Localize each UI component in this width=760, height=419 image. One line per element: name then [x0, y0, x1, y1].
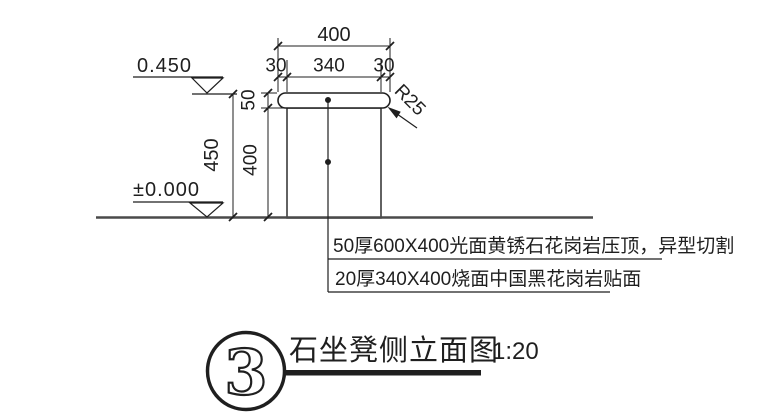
dim-tick [263, 88, 273, 98]
drawing-scale: 1:20 [492, 338, 539, 365]
elevation-label-top: 0.450 [137, 55, 193, 77]
dim-top-total [273, 38, 395, 92]
dim-label-overall-height: 450 [201, 138, 223, 172]
dim-tick [273, 41, 283, 51]
dim-cap-and-body [261, 88, 287, 222]
dim-tick [228, 212, 238, 222]
dim-overall-height [228, 89, 238, 222]
elevation-triangle-icon [190, 77, 225, 94]
dim-label-seg-left: 30 [265, 55, 287, 77]
elevation-label-ground: ±0.000 [133, 179, 201, 201]
stool-body [277, 92, 391, 219]
title-underline-bar [284, 370, 481, 376]
stool-body-outline [286, 107, 382, 219]
dim-tick [263, 212, 273, 222]
drawing-title: 石坐凳侧立面图 [289, 335, 500, 367]
dim-tick [385, 72, 395, 82]
dim-tick [263, 103, 273, 113]
stool-cap-outline [277, 92, 391, 109]
leader-arrow-icon [387, 106, 401, 119]
dim-label-body-height: 400 [240, 144, 262, 176]
dim-label-top-total: 400 [317, 24, 351, 46]
dim-label-cap-thickness: 50 [238, 89, 260, 111]
elevation-triangle-icon [188, 202, 225, 218]
dim-top-segments [273, 60, 395, 92]
elevation-marker-ground [133, 201, 225, 218]
dim-label-seg-right: 30 [373, 55, 395, 77]
annotation-body-material: 20厚340X400烧面中国黑花岗岩贴面 [335, 269, 642, 290]
dim-tick [385, 41, 395, 51]
dim-tick [282, 72, 292, 82]
annotation-cap-material: 50厚600X400光面黄锈石花岗岩压顶，异型切割 [333, 236, 735, 257]
title-block-graphics: 3 [205, 330, 481, 412]
detail-number: 3 [224, 336, 267, 409]
dim-tick [376, 72, 386, 82]
annotation-leaders [325, 97, 662, 293]
leader-dot-body [325, 159, 331, 165]
dim-label-seg-mid: 340 [313, 55, 345, 77]
leader-dot-cap [325, 97, 331, 103]
dim-tick [273, 72, 283, 82]
elevation-marker-top [133, 76, 237, 95]
radius-leader [387, 106, 418, 129]
